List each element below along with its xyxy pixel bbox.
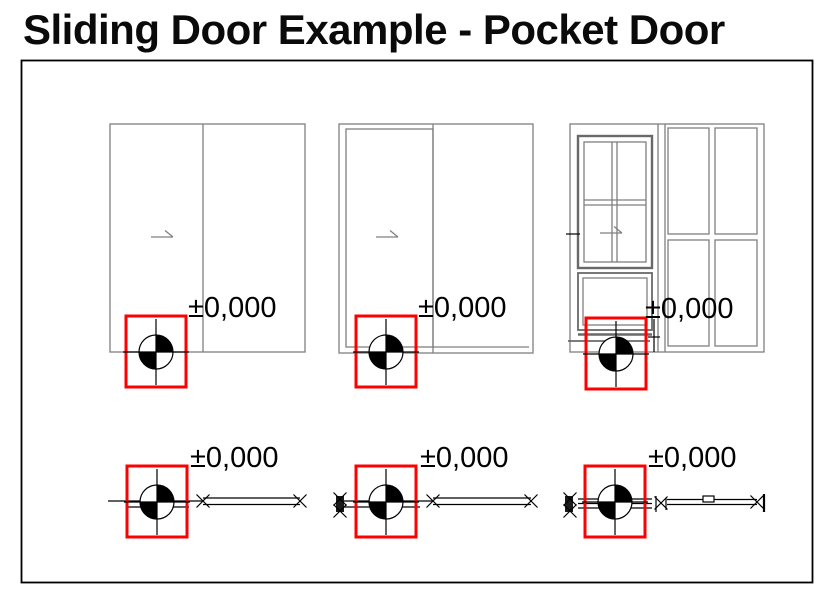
elevation-sliding-door-1: ±0,000 <box>109 123 306 389</box>
plan-sliding-door-1: ±0,000 <box>108 442 308 539</box>
side-panel <box>714 127 758 235</box>
elevation-glazed-pocket-door-3: ±0,000 <box>566 123 765 391</box>
level-label: ±0,000 <box>420 442 509 474</box>
drawing-border <box>20 59 814 584</box>
bottom-panel-inner <box>582 277 648 326</box>
elevation-pocket-door-2: ±0,000 <box>338 123 534 389</box>
leaf-end-x-mark <box>523 493 539 509</box>
level-label: ±0,000 <box>190 442 279 474</box>
bottom-panel <box>577 272 653 331</box>
plan-glazed-pocket-door-3: ±0,000 <box>562 442 766 539</box>
level-datum-marker <box>351 314 421 389</box>
side-panel <box>667 127 710 235</box>
level-label: ±0,000 <box>648 442 737 474</box>
leaf-detail-block <box>702 495 715 503</box>
slide-direction-arrow <box>150 229 174 238</box>
slide-direction-arrow <box>375 229 399 238</box>
slide-direction-arrow <box>599 225 623 234</box>
leaf-end-x-mark <box>292 493 308 509</box>
glazing-inner-frame <box>583 141 647 263</box>
side-panel <box>714 239 758 347</box>
level-label: ±0,000 <box>188 292 277 324</box>
door-frame <box>109 123 306 353</box>
side-panel <box>667 239 710 347</box>
level-datum-marker <box>121 314 191 389</box>
plan-pocket-door-2: ±0,000 <box>332 442 539 539</box>
level-label: ±0,000 <box>645 293 734 325</box>
door-frame <box>569 123 765 353</box>
page-title: Sliding Door Example - Pocket Door <box>23 6 725 53</box>
leaf-end-x-mark <box>749 494 765 510</box>
door-frame <box>338 123 534 354</box>
level-datum-marker <box>351 464 421 539</box>
glazing-frame <box>576 134 654 270</box>
level-datum-marker <box>581 316 651 391</box>
pocket-end-cap <box>565 496 573 512</box>
level-datum-marker <box>580 464 650 539</box>
level-label: ±0,000 <box>418 292 507 324</box>
level-datum-marker <box>122 464 192 539</box>
pocket-end-cap <box>336 496 344 512</box>
